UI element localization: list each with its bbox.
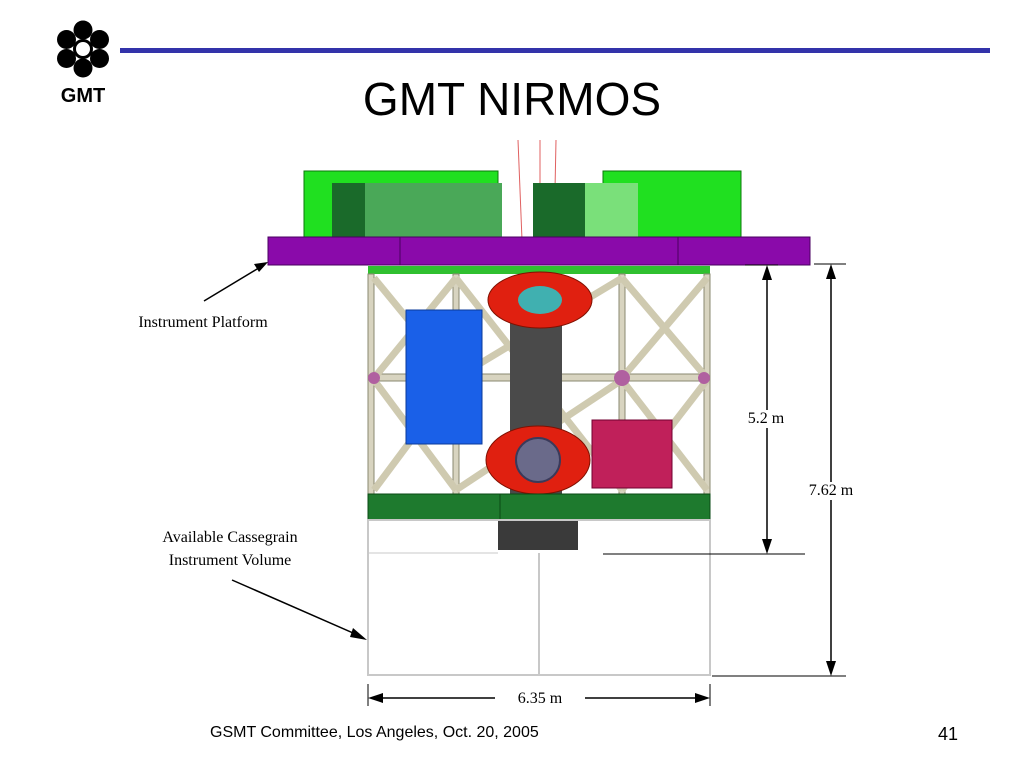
- dim-label-5-2m: 5.2 m: [731, 410, 801, 428]
- magenta-box: [591, 419, 673, 489]
- green-box-light-right: [585, 183, 638, 239]
- dimension-5-2m: [603, 264, 805, 555]
- volume-label-line2: Instrument Volume: [168, 552, 292, 569]
- logo-text: GMT: [61, 85, 105, 107]
- instrument-platform: [267, 236, 811, 266]
- volume-leader-arrow: [231, 579, 367, 640]
- dim-label-6-35m: 6.35 m: [495, 690, 585, 708]
- page-number: 41: [938, 724, 959, 744]
- platform-leader-arrow: [203, 262, 268, 302]
- volume-label-line1: Available Cassegrain: [162, 529, 298, 546]
- instrument-platform-label: Instrument Platform: [138, 314, 268, 331]
- title-rule: [120, 48, 990, 53]
- dimension-7-62m: [712, 263, 846, 677]
- dim-label-7-62m: 7.62 m: [795, 482, 867, 500]
- cassegrain-plate: [367, 493, 711, 521]
- blue-box: [405, 309, 483, 445]
- gmt-logo-icon: GMT: [57, 20, 109, 107]
- gmt-logo: GMT: [50, 16, 116, 108]
- slide-title: GMT NIRMOS: [362, 73, 662, 125]
- footer-text: GSMT Committee, Los Angeles, Oct. 20, 20…: [210, 724, 539, 741]
- column-base: [498, 520, 578, 550]
- beam-line: [517, 139, 523, 241]
- green-box-mid-left: [365, 183, 502, 239]
